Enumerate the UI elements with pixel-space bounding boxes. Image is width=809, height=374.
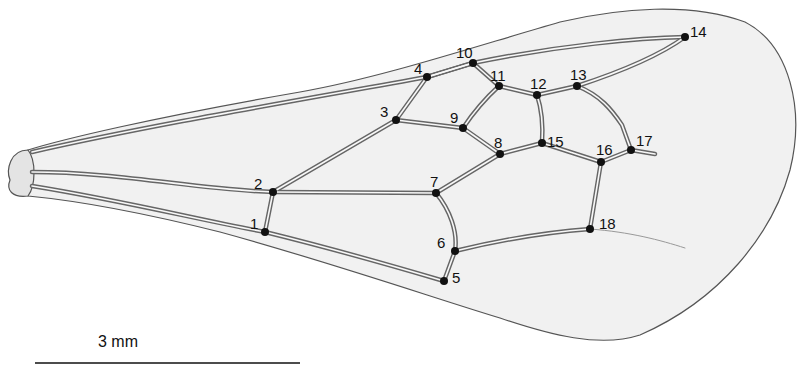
- callout-number: 9: [450, 110, 458, 125]
- wing-outline: [28, 9, 796, 340]
- veins: [32, 37, 685, 281]
- scale-label: 3 mm: [98, 334, 138, 350]
- scale-bar: [35, 362, 300, 364]
- callout-number: 2: [254, 176, 262, 191]
- callout-number: 16: [596, 142, 613, 157]
- callout-number: 18: [599, 216, 616, 231]
- callout-number: 1: [250, 216, 258, 231]
- callout-number: 11: [490, 68, 506, 83]
- callout-number: 6: [437, 235, 445, 250]
- callout-number: 17: [636, 133, 653, 148]
- callout-number: 15: [547, 134, 564, 149]
- callout-number: 13: [570, 67, 587, 82]
- callout-number: 5: [452, 270, 460, 285]
- callout-number: 12: [530, 76, 547, 91]
- landmark-dots: [261, 33, 689, 285]
- callout-number: 7: [430, 174, 438, 189]
- callout-number: 8: [494, 135, 502, 150]
- callout-number: 4: [414, 61, 422, 76]
- callout-number: 14: [690, 24, 707, 39]
- callout-number: 3: [380, 104, 388, 119]
- callout-number: 10: [456, 45, 473, 60]
